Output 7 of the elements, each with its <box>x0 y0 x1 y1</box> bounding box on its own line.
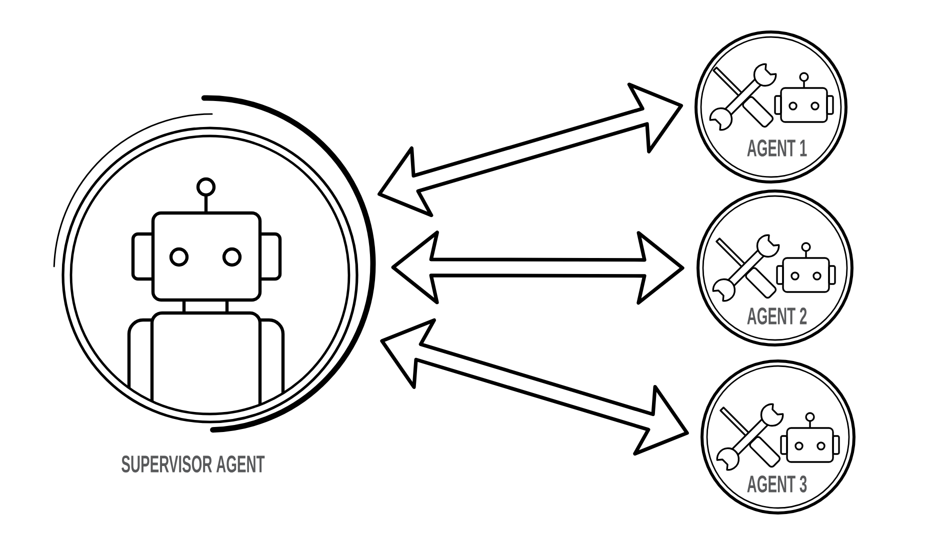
double-arrow <box>380 318 689 456</box>
node-label: SUPERVISOR AGENT <box>122 456 265 472</box>
circle-frame: AGENT 1 <box>694 30 848 184</box>
circle-frame: AGENT 3 <box>700 360 856 514</box>
double-arrow <box>391 230 684 305</box>
circle-frame: AGENT 2 <box>696 190 854 346</box>
double-arrow <box>378 82 684 218</box>
